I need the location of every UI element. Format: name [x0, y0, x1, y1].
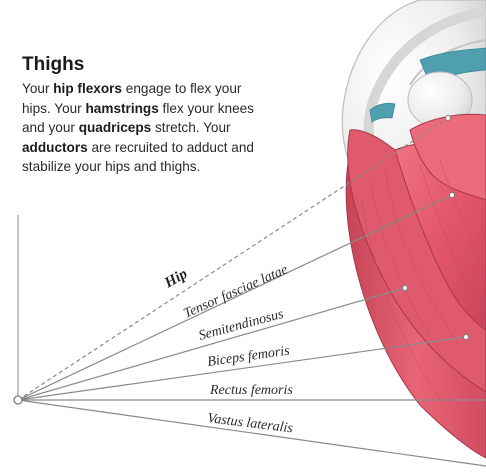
leader-line-vastus-lateralis [18, 400, 486, 466]
label-rectus-femoris: Rectus femoris [209, 383, 293, 398]
term-quadriceps: quadriceps [79, 120, 152, 135]
description-segment: stretch. Your [151, 120, 230, 135]
label-biceps-femoris: Biceps femoris [206, 344, 291, 370]
endpoint-tensor-fasciae-latae [450, 193, 455, 198]
label-hip: Hip [161, 266, 191, 292]
description-block: Thighs Your hip flexors engage to flex y… [22, 54, 262, 177]
term-hamstrings: hamstrings [86, 101, 159, 116]
endpoint-biceps-femoris [464, 335, 469, 340]
description-segment: Your [22, 81, 53, 96]
description-text: Your hip flexors engage to flex your hip… [22, 79, 262, 177]
label-semitendinosus: Semitendinosus [197, 307, 286, 344]
endpoint-semitendinosus [403, 286, 408, 291]
origin-point [14, 396, 22, 404]
term-adductors: adductors [22, 140, 88, 155]
endpoint-hip [446, 116, 451, 121]
section-title: Thighs [22, 54, 262, 76]
term-hip-flexors: hip flexors [53, 81, 122, 96]
